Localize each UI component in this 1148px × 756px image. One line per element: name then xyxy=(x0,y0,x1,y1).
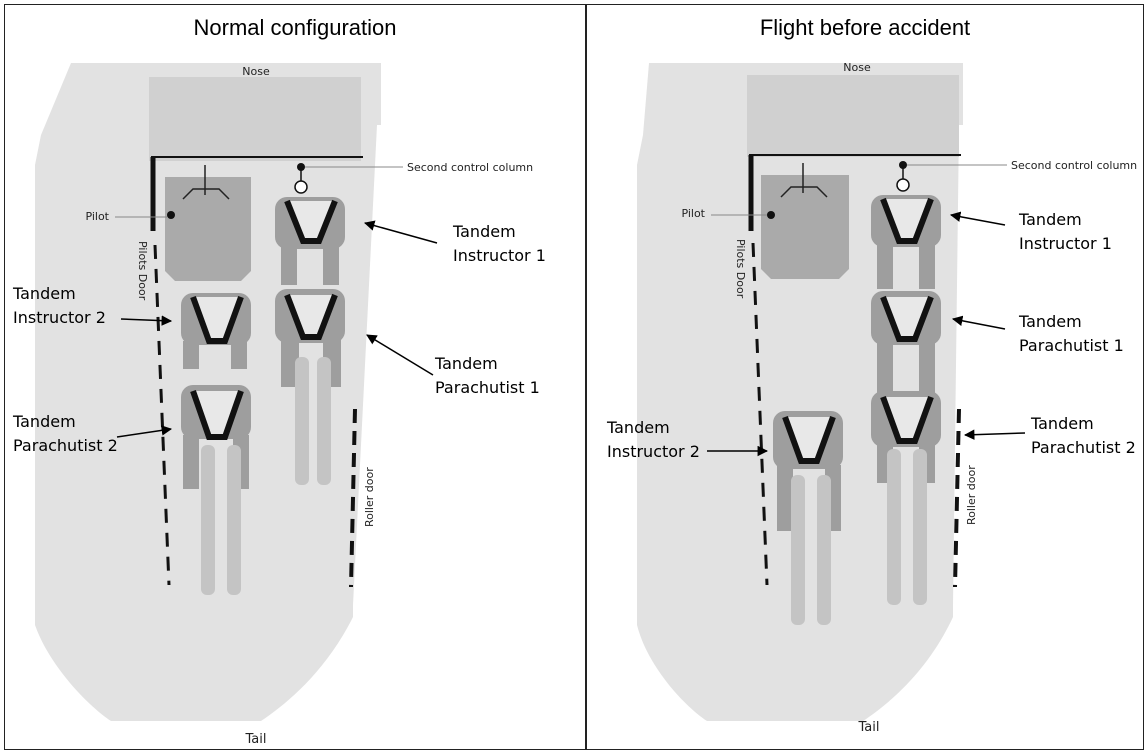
tandem-parachutist-1-figure xyxy=(871,291,941,393)
pilot-seat xyxy=(761,175,849,279)
nose-section xyxy=(747,75,959,157)
callout-instructor-1-line1: Tandem xyxy=(452,222,516,241)
callout-instructor-1-line1: Tandem xyxy=(1018,210,1082,229)
panel-normal-configuration: Normal configuration xyxy=(4,4,586,750)
tail-label: Tail xyxy=(245,732,267,747)
roller-door-label: Roller door xyxy=(363,467,376,527)
control-column-yoke xyxy=(294,180,308,194)
callout-instructor-1-line2: Instructor 1 xyxy=(453,246,546,265)
panel-title: Normal configuration xyxy=(193,15,397,40)
tandem-instructor-2-figure xyxy=(773,411,843,625)
callout-instructor-2-line1: Tandem xyxy=(606,418,670,437)
callout-parachutist-1-line1: Tandem xyxy=(434,354,498,373)
tandem-parachutist-2-figure xyxy=(181,385,251,595)
tail-label: Tail xyxy=(858,720,880,735)
callout-parachutist-1-line2: Parachutist 1 xyxy=(435,378,540,397)
second-control-column-label: Second control column xyxy=(407,161,533,174)
tandem-parachutist-1-figure xyxy=(275,289,345,485)
pilots-door xyxy=(751,242,769,586)
callout-instructor-1-line2: Instructor 1 xyxy=(1019,234,1112,253)
pilots-door-label: Pilots Door xyxy=(734,239,747,299)
pilots-door xyxy=(153,244,171,586)
pilot-marker xyxy=(767,211,775,219)
callout-parachutist-2-line1: Tandem xyxy=(1030,414,1094,433)
tandem-instructor-1-figure xyxy=(275,197,345,285)
tandem-instructor-1-figure xyxy=(871,195,941,289)
roller-door xyxy=(953,408,961,588)
aircraft-diagram-normal: Nose Tail Pilot Second control column Pi… xyxy=(12,63,546,747)
callout-parachutist-2-line2: Parachutist 2 xyxy=(1031,438,1136,457)
tandem-parachutist-2-figure xyxy=(871,391,941,605)
tandem-instructor-2-figure xyxy=(181,293,251,369)
roller-door-label: Roller door xyxy=(965,465,978,525)
callout-parachutist-2-line2: Parachutist 2 xyxy=(13,436,118,455)
panel-flight-before-accident: Flight before accident xyxy=(586,4,1144,750)
pilot-label: Pilot xyxy=(681,207,705,220)
callout-instructor-2-line2: Instructor 2 xyxy=(607,442,700,461)
nose-label: Nose xyxy=(242,65,270,78)
callout-parachutist-2-line1: Tandem xyxy=(12,412,76,431)
aircraft-diagram-accident: Nose Tail Pilot Second control column Pi… xyxy=(606,61,1137,735)
control-column-yoke xyxy=(896,178,910,192)
panel-title: Flight before accident xyxy=(759,15,971,40)
pilots-door-label: Pilots Door xyxy=(136,241,149,301)
nose-label: Nose xyxy=(843,61,871,74)
pilot-label: Pilot xyxy=(85,210,109,223)
callout-instructor-2-line1: Tandem xyxy=(12,284,76,303)
nose-section xyxy=(149,77,361,161)
second-control-column-label: Second control column xyxy=(1011,159,1137,172)
pilot-marker xyxy=(167,211,175,219)
callout-parachutist-1-line2: Parachutist 1 xyxy=(1019,336,1124,355)
callout-parachutist-1-line1: Tandem xyxy=(1018,312,1082,331)
callout-instructor-2-line2: Instructor 2 xyxy=(13,308,106,327)
pilot-seat xyxy=(165,177,251,281)
roller-door xyxy=(349,408,357,588)
